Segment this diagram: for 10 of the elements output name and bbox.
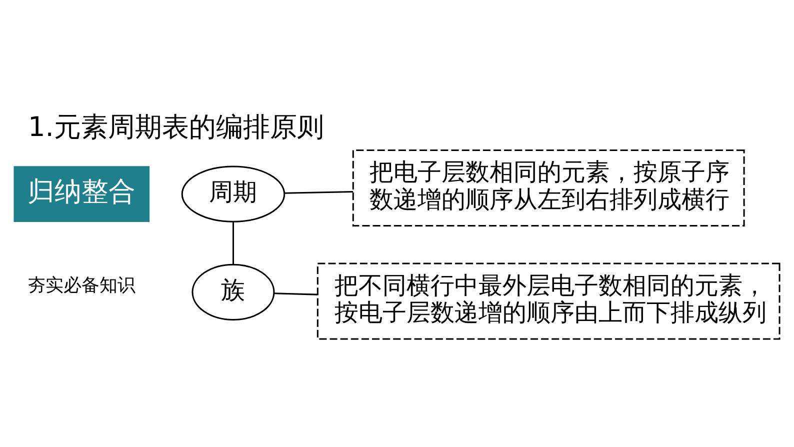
connector (274, 292, 318, 296)
label: 夯实必备知识 (28, 274, 136, 296)
label: 归纳整合 (28, 176, 136, 208)
node-box: 把电子层数相同的元素，按原子序数递增的顺序从左到右排列成横行 (352, 150, 745, 227)
connector (232, 222, 234, 264)
node-ellipse: 周期 (181, 166, 286, 222)
node-ellipse: 族 (192, 264, 275, 320)
diagram-title: 1.元素周期表的编排原则 (28, 112, 324, 143)
connector (284, 191, 354, 194)
node-box: 把不同横行中最外层电子数相同的元素，按电子层数递增的顺序由上而下排成纵列 (316, 262, 780, 340)
